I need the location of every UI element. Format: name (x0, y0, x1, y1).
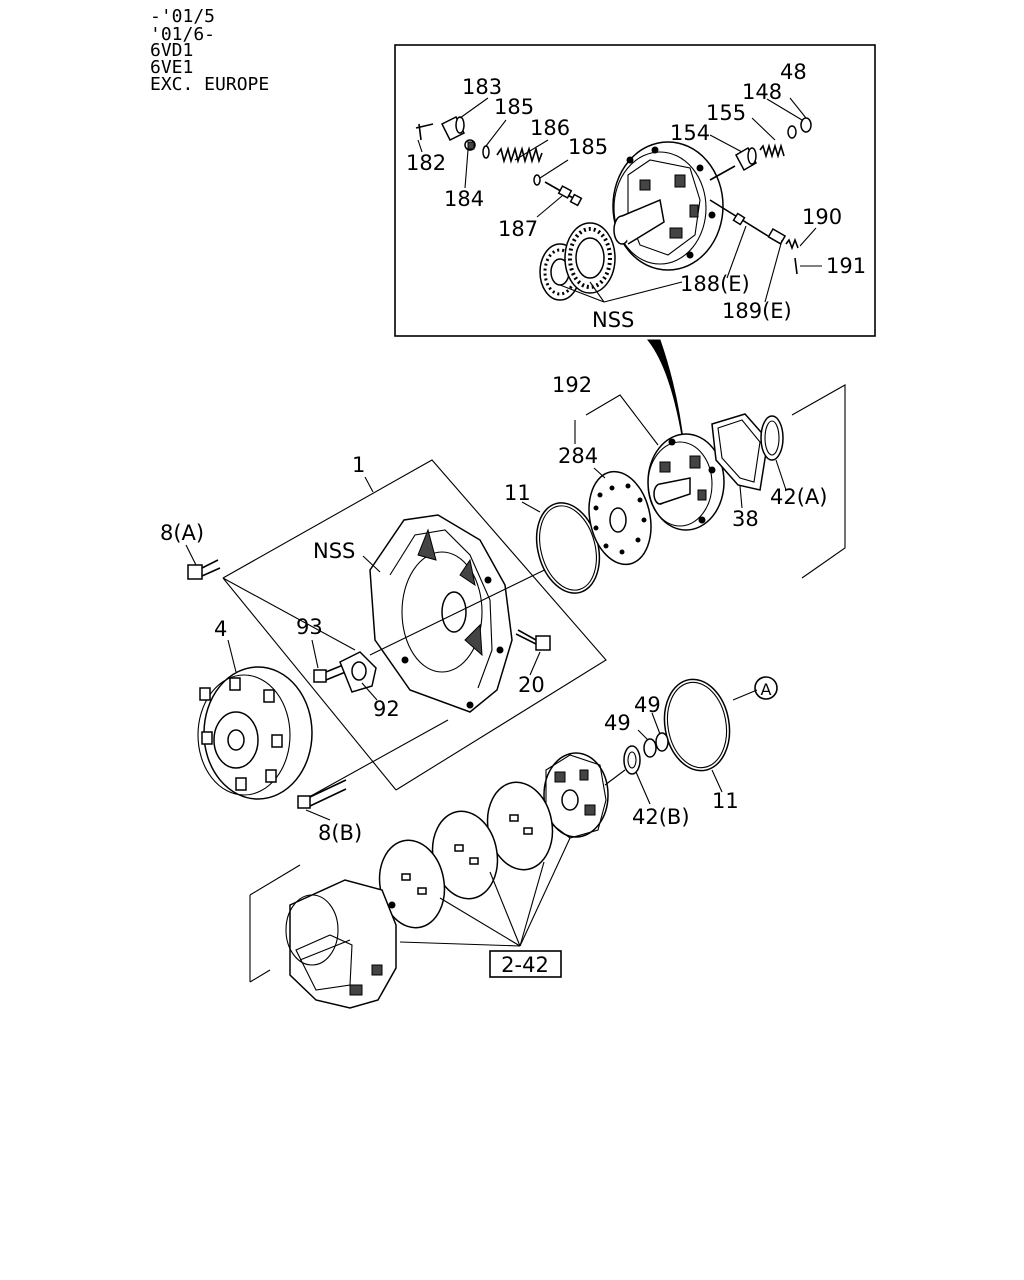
pin-182 (415, 123, 434, 141)
callout-155: 155 (706, 101, 746, 125)
callout-148: 148 (742, 80, 782, 104)
header-line-4: 6VE1 (150, 57, 194, 78)
callout-191: 191 (826, 254, 866, 278)
callout-189: 189(E) (722, 299, 792, 323)
circle-a-marker (754, 676, 778, 700)
plug-189 (767, 228, 787, 245)
converter-housing-1 (369, 514, 513, 713)
header-line-1: -'01/5 (150, 6, 216, 27)
part-184 (464, 139, 476, 151)
circle-a-label: A (761, 680, 772, 699)
callout-49b: 49 (634, 693, 661, 717)
callout-185b: 185 (568, 135, 608, 159)
callout-192: 192 (552, 373, 592, 397)
disc-plate-1 (486, 781, 554, 871)
plug-154 (734, 146, 758, 172)
spring-155 (759, 143, 785, 159)
callout-183: 183 (462, 75, 502, 99)
callout-184: 184 (444, 187, 484, 211)
disc-plate-2 (431, 810, 499, 900)
callout-92: 92 (373, 697, 400, 721)
callout-154: 154 (670, 121, 710, 145)
callout-8b: 8(B) (318, 821, 362, 845)
callout-190: 190 (802, 205, 842, 229)
callout-186: 186 (530, 116, 570, 140)
valve-187 (544, 181, 583, 207)
bracket-right (791, 384, 846, 579)
group-bracket-192 (585, 394, 659, 446)
pin-191 (794, 257, 798, 275)
plate-284 (588, 470, 652, 566)
spring-190 (785, 237, 799, 251)
bolt-20 (515, 629, 551, 651)
callout-nss-main: NSS (313, 539, 355, 563)
callout-182: 182 (406, 151, 446, 175)
plug-183 (440, 115, 466, 142)
callout-48: 48 (780, 60, 807, 84)
ring-49b (655, 732, 669, 752)
header-line-3: 6VD1 (150, 40, 194, 61)
callout-11-top: 11 (504, 481, 531, 505)
inset-box (394, 44, 876, 337)
inset-pointer-arrow (646, 339, 685, 449)
inset-pump-body (612, 141, 724, 271)
reference-box-label: 2-42 (501, 953, 549, 977)
washer-185a (482, 145, 490, 159)
callout-284: 284 (558, 444, 598, 468)
transmission-case (285, 879, 397, 1009)
torque-converter-4 (197, 666, 313, 800)
washer-185b (533, 174, 541, 186)
callout-nss-inset: NSS (592, 308, 634, 332)
reaction-pump-lower (543, 752, 609, 839)
valve-188 (709, 199, 769, 237)
reference-box-2-42 (489, 950, 562, 978)
callout-4: 4 (214, 617, 227, 641)
ring-49a (643, 738, 657, 758)
group-bracket-1 (222, 459, 607, 791)
callout-93: 93 (296, 615, 323, 639)
callout-42b: 42(B) (632, 805, 690, 829)
callout-1: 1 (352, 453, 365, 477)
o-ring-11-bottom (663, 678, 731, 772)
bracket-92 (339, 651, 377, 693)
seal-ring-42a (760, 415, 784, 461)
header-line-5: EXC. EUROPE (150, 74, 270, 95)
seal-42b (623, 745, 641, 775)
bolt-8b (297, 779, 347, 809)
callout-11-bottom: 11 (712, 789, 739, 813)
callout-42a: 42(A) (770, 485, 827, 509)
callout-188: 188(E) (680, 272, 750, 296)
callout-8a: 8(A) (160, 521, 204, 545)
oil-pump-192 (647, 433, 725, 531)
gasket-38 (711, 413, 769, 491)
callout-38: 38 (732, 507, 759, 531)
callout-20: 20 (518, 673, 545, 697)
spring-186 (496, 146, 543, 164)
callout-185a: 185 (494, 95, 534, 119)
bolt-8a (187, 559, 221, 580)
callout-49a: 49 (604, 711, 631, 735)
outer-gear-nss (564, 222, 616, 294)
snap-ring-48 (800, 117, 812, 133)
callout-187: 187 (498, 217, 538, 241)
header-line-2: '01/6- (150, 24, 216, 45)
washer-148 (787, 125, 797, 139)
